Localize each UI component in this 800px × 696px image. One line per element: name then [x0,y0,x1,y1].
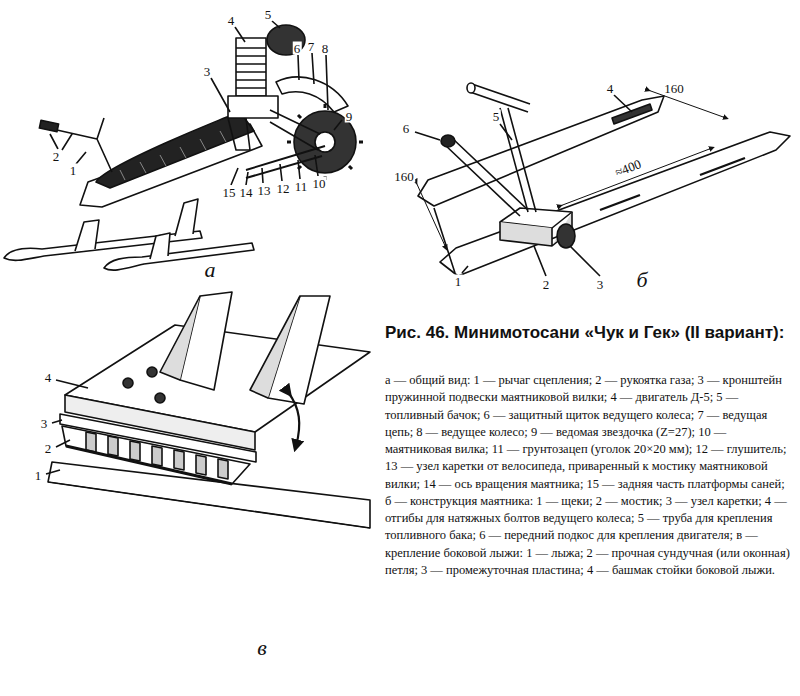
callout-number: 5 [492,110,501,123]
callout-number: 1 [34,469,43,482]
callout-number: 1 [69,164,78,177]
callout-number: 1 [454,275,463,288]
figure-letter: в [256,637,268,659]
callout-number: 4 [606,82,615,95]
figure-title: Рис. 46. Минимотосани «Чук и Гек» (II ва… [385,322,793,343]
snowmobile-figure [4,21,363,270]
callout-number: 2 [52,150,61,163]
callout-number: 160 [393,170,415,183]
callout-number: 6 [293,42,302,55]
callout-number: 12 [276,182,291,195]
callout-number: 3 [203,65,212,78]
callout-number: 160 [663,82,685,95]
callout-number: 2 [542,278,551,291]
callout-number: 4 [227,14,236,27]
callout-number: 4 [44,371,53,384]
ski-mount-figure [46,292,370,528]
callout-number: 11 [294,180,309,193]
callout-number: 9 [345,110,354,123]
callout-number: 14 [239,186,254,199]
callout-number: 3 [40,417,49,430]
callout-number: 7 [307,40,316,53]
pendulum-figure [415,83,790,276]
callout-number: 6 [402,122,411,135]
callout-number: 13 [257,184,272,197]
figure-letter: а [204,259,217,281]
callout-number: 8 [321,42,330,55]
callout-number: 3 [596,278,605,291]
callout-number: 15 [222,186,237,199]
figure-letter: б [635,269,648,291]
callout-number: ≈400 [612,157,643,179]
callout-number: 2 [44,442,53,455]
callout-number: 10 [312,177,327,190]
figure-caption: а — общий вид: 1 — рычаг сцепления; 2 — … [385,372,793,579]
callout-number: 5 [264,8,273,21]
